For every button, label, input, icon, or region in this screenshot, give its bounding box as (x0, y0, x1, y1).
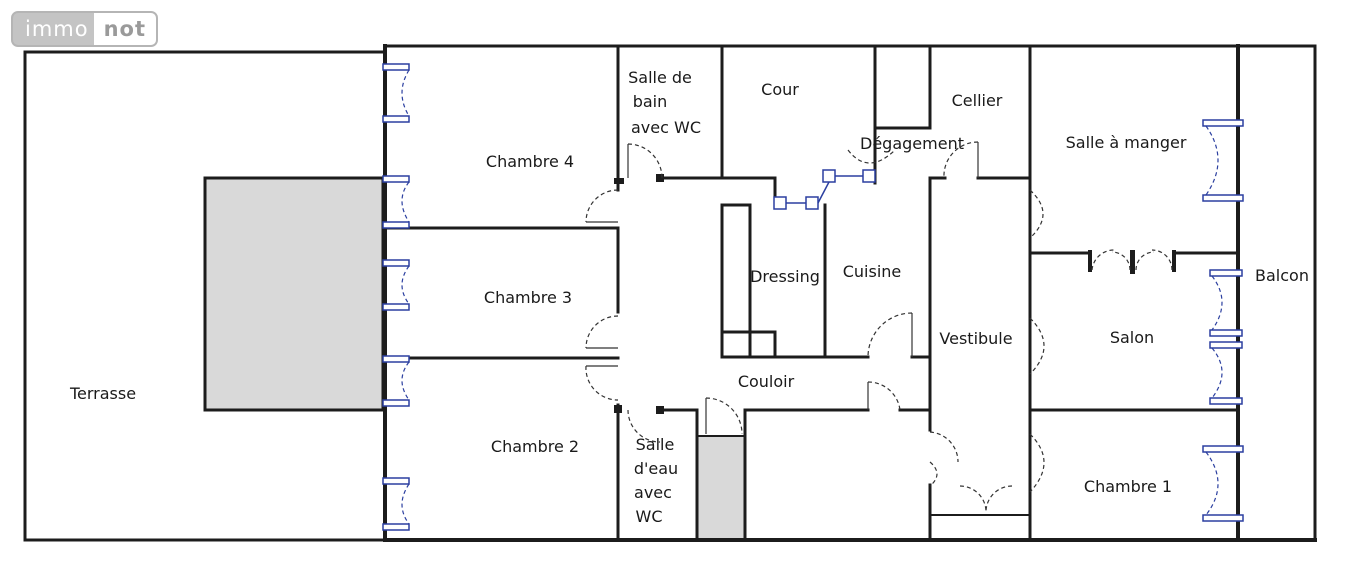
label-salle-de-bain-2: bain (633, 92, 668, 111)
east-windows (1202, 119, 1244, 522)
label-cour: Cour (761, 80, 799, 99)
label-cellier: Cellier (952, 91, 1003, 110)
label-terrasse: Terrasse (69, 384, 136, 403)
wall-posts (614, 174, 1176, 414)
door-swings (585, 141, 1173, 513)
outer-walls (23, 44, 1317, 542)
label-salon: Salon (1110, 328, 1154, 347)
label-chambre-4: Chambre 4 (486, 152, 574, 171)
interior-walls (383, 44, 1240, 542)
label-balcon: Balcon (1255, 266, 1309, 285)
label-cuisine: Cuisine (843, 262, 902, 281)
logo-text-immo: immo (25, 17, 89, 41)
label-salle-de-bain-3: avec WC (631, 118, 701, 137)
room-labels: Terrasse Chambre 4 Chambre 3 Chambre 2 C… (69, 68, 1309, 526)
cour-railing (773, 169, 876, 210)
label-salle-eau-2: d'eau (634, 459, 678, 478)
label-vestibule: Vestibule (939, 329, 1012, 348)
label-chambre-3: Chambre 3 (484, 288, 572, 307)
label-chambre-2: Chambre 2 (491, 437, 579, 456)
logo-text-not: not (93, 13, 156, 45)
label-salle-a-manger: Salle à manger (1066, 133, 1187, 152)
label-couloir: Couloir (738, 372, 795, 391)
label-salle-eau-4: WC (636, 507, 663, 526)
label-chambre-1: Chambre 1 (1084, 477, 1172, 496)
west-windows (382, 63, 410, 531)
gray-block-shaft (696, 435, 746, 541)
label-degagement: Dégagement (860, 134, 964, 153)
label-dressing: Dressing (750, 267, 820, 286)
label-salle-eau-3: avec (634, 483, 672, 502)
immonot-logo: immo not (11, 11, 158, 47)
gray-block-west (203, 176, 385, 412)
label-salle-eau-1: Salle (636, 435, 675, 454)
label-salle-de-bain-1: Salle de (628, 68, 692, 87)
